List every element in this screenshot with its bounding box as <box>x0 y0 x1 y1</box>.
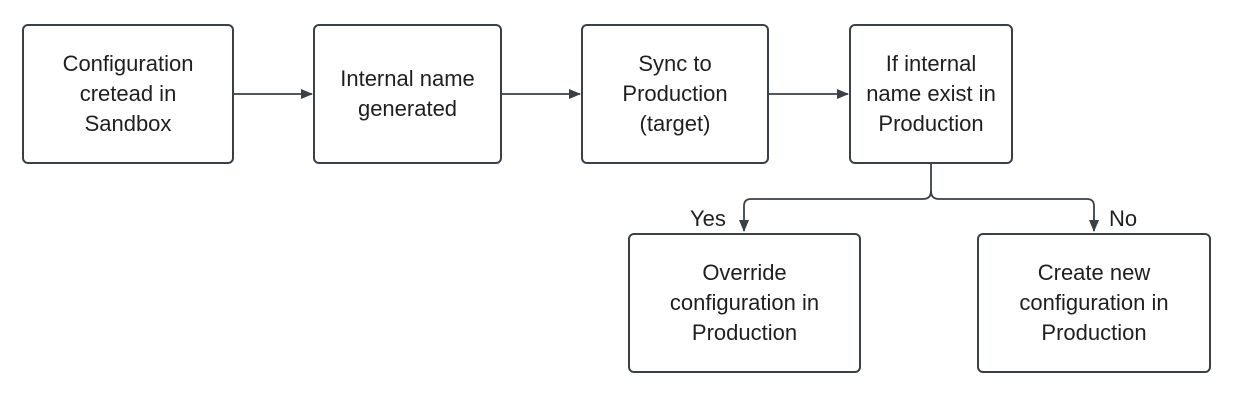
node-configuration-created: Configuration cretead in Sandbox <box>22 24 234 164</box>
node-label: Configuration cretead in Sandbox <box>62 51 194 136</box>
node-create-new-configuration: Create new configuration in Production <box>977 233 1211 373</box>
node-label: Override configuration in Production <box>669 260 820 345</box>
node-label: Internal name generated <box>340 66 475 121</box>
edge-label-yes: Yes <box>690 206 726 231</box>
node-internal-name-exists-decision: If internal name exist in Production <box>849 24 1013 164</box>
node-override-configuration: Override configuration in Production <box>628 233 861 373</box>
node-label: If internal name exist in Production <box>866 51 996 136</box>
edge-label-no: No <box>1109 206 1138 231</box>
node-label: Create new configuration in Production <box>1019 260 1169 345</box>
edge-n4-n5 <box>739 164 932 232</box>
node-internal-name-generated: Internal name generated <box>313 24 502 164</box>
edge-n4-n6 <box>930 190 1099 232</box>
node-label: Sync to Production (target) <box>622 51 728 136</box>
node-sync-to-production: Sync to Production (target) <box>581 24 769 164</box>
